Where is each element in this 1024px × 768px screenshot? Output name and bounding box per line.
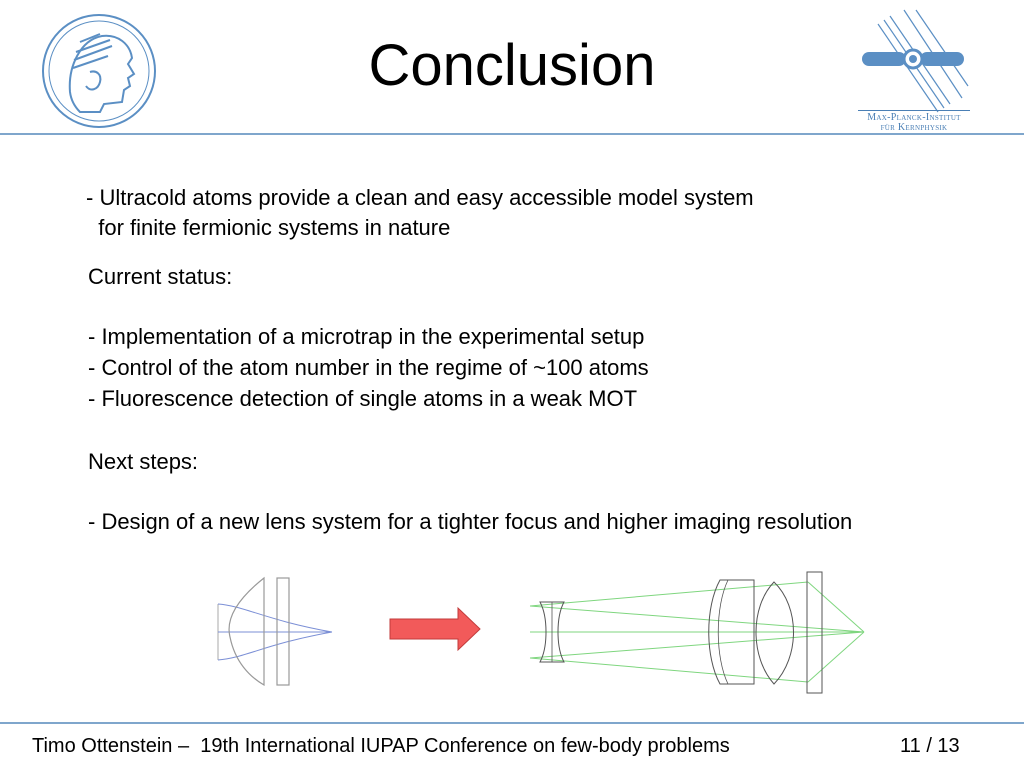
lens-system-diagram — [217, 571, 865, 694]
old-lens-system — [217, 576, 333, 687]
arrow-icon — [389, 606, 481, 652]
minerva-logo-icon — [42, 14, 156, 128]
page-number: 11 / 13 — [900, 735, 960, 757]
intro-line-1: - Ultracold atoms provide a clean and ea… — [86, 185, 754, 210]
next-item: - Design of a new lens system for a tigh… — [88, 509, 853, 534]
intro-line-2: for finite fermionic systems in nature — [86, 215, 451, 240]
new-lens-system — [529, 571, 865, 694]
logo-caption-line2: für Kernphysik — [880, 122, 948, 133]
slide-title: Conclusion — [368, 33, 656, 98]
header-divider — [0, 133, 1024, 135]
logo-caption-line1: Max-Planck-Institut — [867, 112, 961, 123]
mpi-kernphysik-logo-icon — [862, 9, 969, 113]
logo-divider — [858, 110, 970, 111]
status-item: - Implementation of a microtrap in the e… — [88, 324, 645, 349]
status-heading: Current status: — [88, 264, 233, 289]
footer-presenter: Timo Ottenstein – 19th International IUP… — [32, 735, 730, 757]
status-item: - Fluorescence detection of single atoms… — [88, 386, 638, 411]
next-heading: Next steps: — [88, 449, 199, 474]
footer-divider — [0, 722, 1024, 724]
status-item: - Control of the atom number in the regi… — [88, 355, 649, 380]
